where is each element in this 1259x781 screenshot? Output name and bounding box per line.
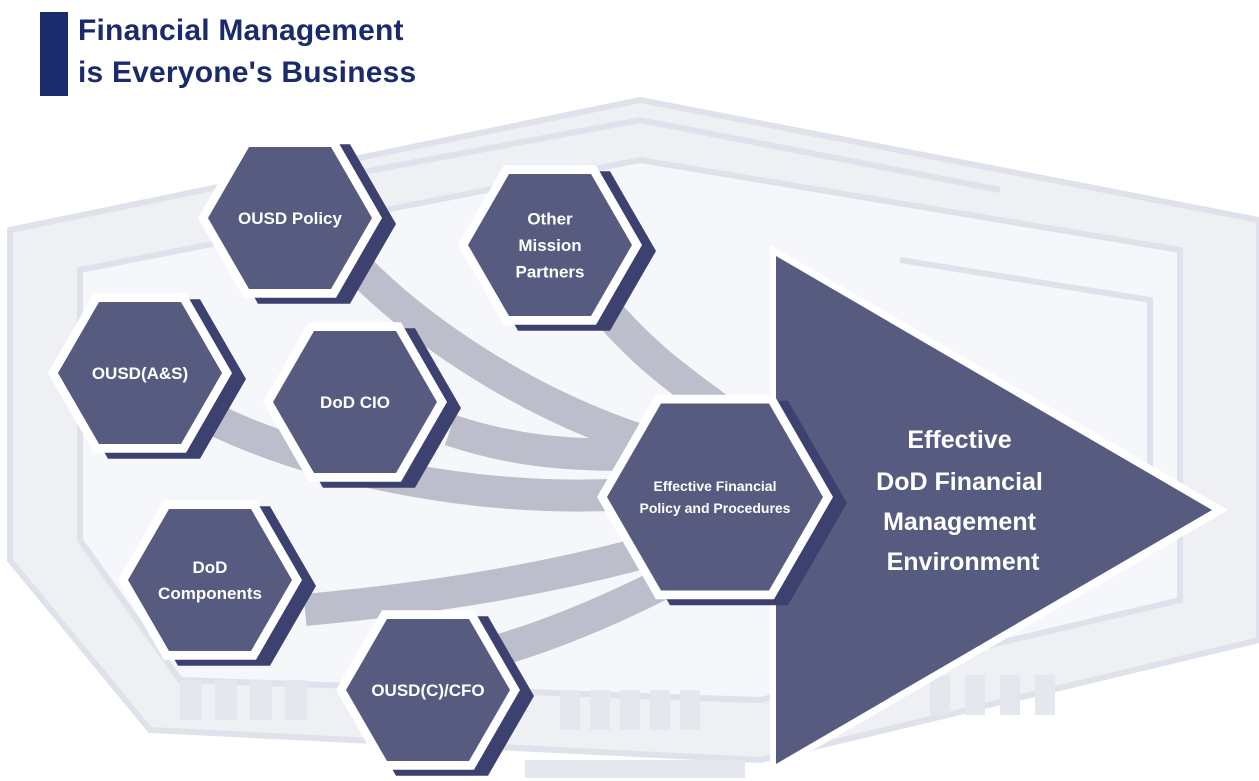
ribbon-dod-cio <box>444 414 631 471</box>
hexagon-label-line: DoD CIO <box>320 393 390 412</box>
page-title: Financial Management is Everyone's Busin… <box>78 10 416 94</box>
hexagon-label-dod-cio: DoD CIO <box>320 393 390 412</box>
hexagon-label-line: Mission <box>518 236 581 255</box>
title-line-2: is Everyone's Business <box>78 56 417 89</box>
arrow-line-2: DoD Financial <box>876 468 1043 496</box>
hexagon-body <box>607 403 823 591</box>
ribbon-ousd-policy <box>348 258 646 456</box>
arrow-label: Effective DoD Financial Management Envir… <box>876 426 1050 576</box>
hexagon-body <box>208 147 372 289</box>
ribbon-ousd-c-cfo <box>495 570 668 666</box>
environment-arrow: Effective DoD Financial Management Envir… <box>770 245 1228 775</box>
hexagon-body <box>273 331 437 473</box>
hexagon-ousd-policy: OUSD Policy <box>198 138 396 304</box>
hexagon-body <box>58 302 222 444</box>
hexagon-body <box>468 174 632 316</box>
hexagon-label-line: Other <box>527 210 573 229</box>
ribbon-dod-components <box>303 539 640 626</box>
hexagon-label-line: OUSD(A&S) <box>92 364 188 383</box>
hexagon-label-line: OUSD Policy <box>238 209 342 228</box>
hexagon-ousd-as: OUSD(A&S) <box>48 293 246 459</box>
hexagon-label-dod-components: DoD Components <box>158 558 262 603</box>
hexagon-dod-cio: DoD CIO <box>263 322 461 488</box>
hexagon-label-line: Effective Financial <box>654 478 777 494</box>
hexagon-label-ousd-policy: OUSD Policy <box>238 209 342 228</box>
title-accent-bar <box>40 12 68 96</box>
hexagon-label-line: OUSD(C)/CFO <box>371 681 484 700</box>
building-columns <box>180 675 1055 778</box>
hexagon-label-ousd-as: OUSD(A&S) <box>92 364 188 383</box>
arrow-line-4: Environment <box>887 548 1040 576</box>
hexagon-label-line: DoD <box>193 558 228 577</box>
hexagon-body <box>128 509 292 651</box>
hexagon-label-line: Policy and Procedures <box>640 500 791 516</box>
hexagon-body <box>346 619 510 761</box>
hexagon-label-ousd-c-cfo: OUSD(C)/CFO <box>371 681 484 700</box>
hexagon-ousd-c-cfo: OUSD(C)/CFO <box>336 610 534 776</box>
title-line-1: Financial Management <box>78 14 404 47</box>
hexagon-label-line: Components <box>158 584 262 603</box>
hexagon-label-line: Partners <box>516 262 585 281</box>
arrow-line-1: Effective <box>907 426 1011 454</box>
arrow-line-3: Management <box>883 508 1036 536</box>
hexagon-dod-components: DoD Components <box>118 500 316 666</box>
